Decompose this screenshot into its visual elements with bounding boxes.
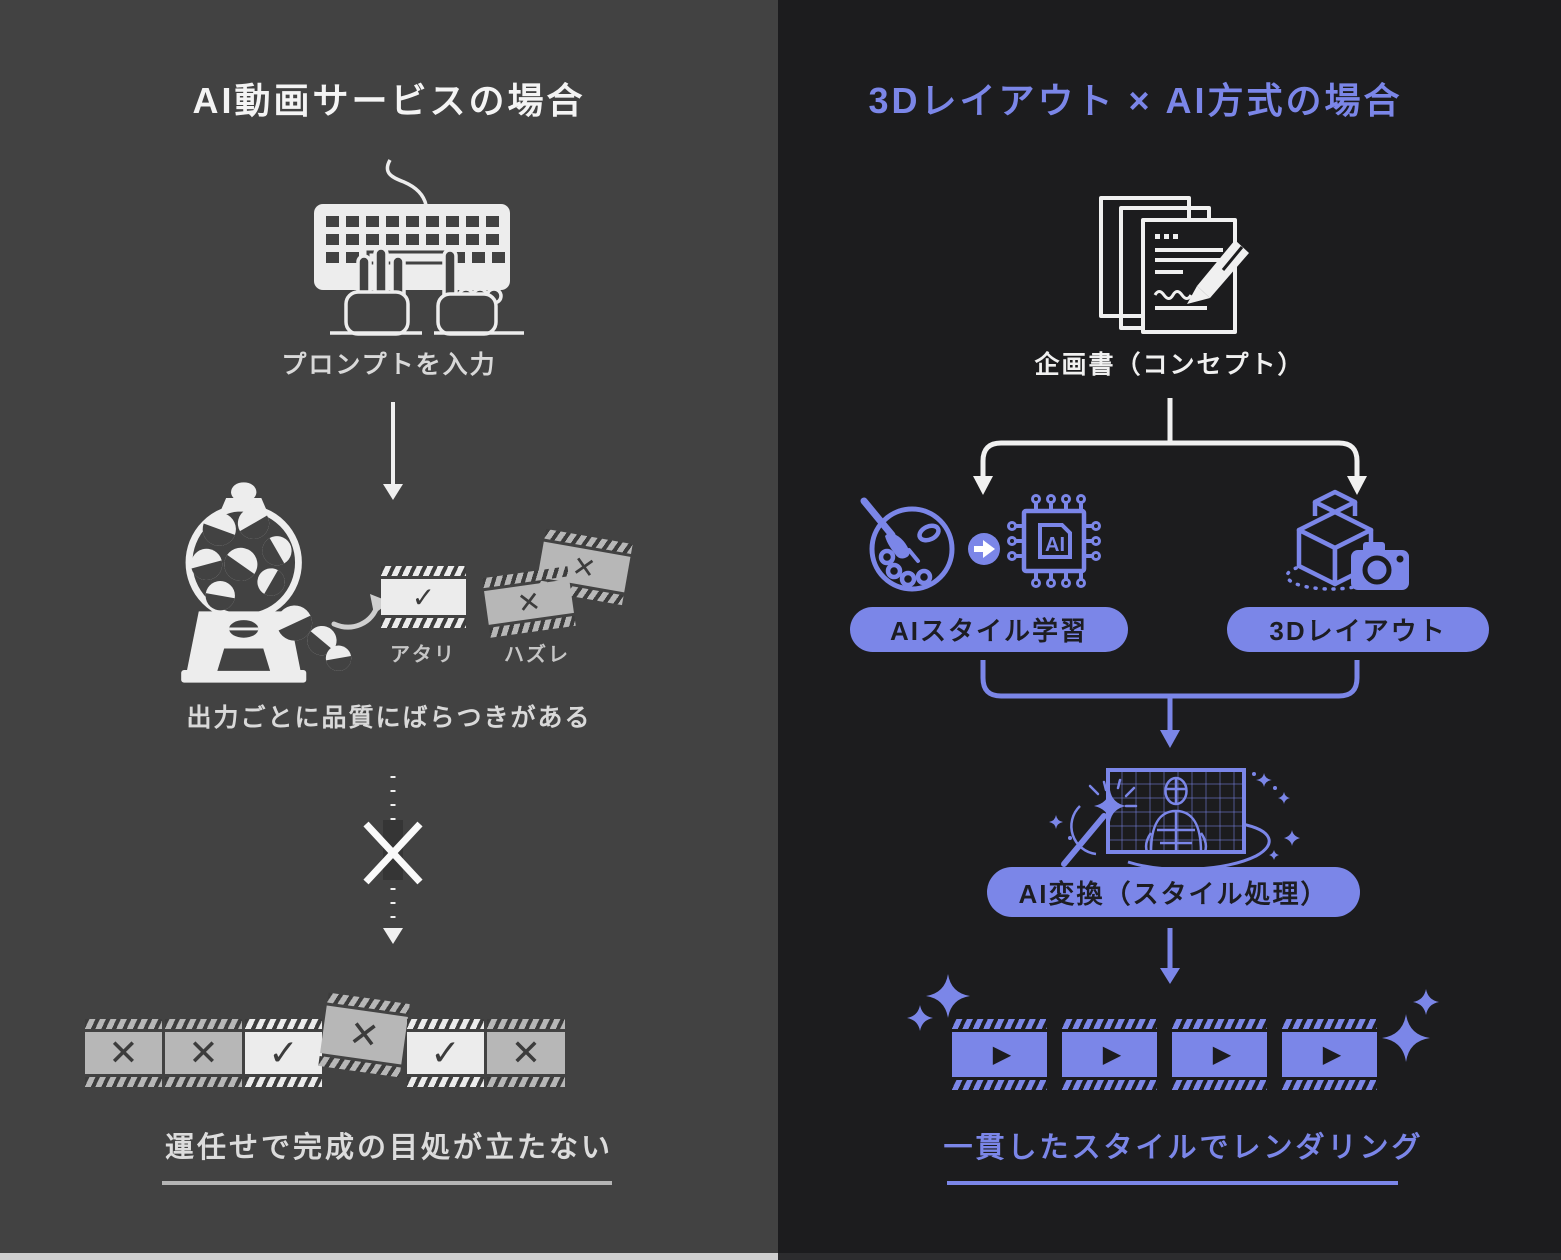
video-frame-4: ▶ — [1282, 1019, 1377, 1090]
film-frame-miss-front: ✕ — [482, 566, 576, 638]
down-arrow-small-icon — [1160, 928, 1180, 984]
concept-label: 企画書（コンセプト） — [1034, 351, 1305, 379]
chip-label: AI — [1045, 534, 1065, 556]
cross-mark: ✕ — [515, 585, 543, 619]
palette-icon — [860, 497, 955, 592]
filmstrip-frame-4: ✕ — [318, 992, 410, 1078]
filmstrip-frame-3: ✓ — [245, 1019, 322, 1087]
film-frame-hit: ✓ — [381, 566, 466, 628]
miss-label: ハズレ — [504, 644, 570, 666]
layout-pill: 3Dレイアウト — [1227, 607, 1489, 652]
variance-label: 出力ごとに品質にばらつきがある — [186, 704, 592, 732]
left-panel: AI動画サービスの場合 プロンプトを入力 — [0, 0, 778, 1260]
convert-pill: AI変換（スタイル処理） — [987, 867, 1360, 917]
bottom-strip-left — [0, 1253, 778, 1260]
check-icon: ✓ — [268, 1032, 299, 1073]
underline-right — [947, 1181, 1398, 1185]
right-panel: 3Dレイアウト × AI方式の場合 企画書（コンセプト） — [778, 0, 1561, 1260]
play-icon: ▶ — [992, 1041, 1012, 1068]
filmstrip-frame-2: ✕ — [165, 1019, 242, 1087]
cross-icon — [363, 821, 423, 885]
video-frame-1: ▶ — [952, 1019, 1047, 1090]
cross-mark: ✕ — [510, 1032, 542, 1073]
prompt-label: プロンプトを入力 — [281, 351, 497, 379]
dotted-arrow-icon — [363, 776, 423, 944]
conclusion-label-right: 一貫したスタイルでレンダリング — [943, 1132, 1424, 1164]
merge-arrows-icon — [980, 660, 1360, 748]
bottom-strip-right — [778, 1253, 1561, 1260]
left-title: AI動画サービスの場合 — [192, 80, 586, 121]
check-icon: ✓ — [430, 1032, 461, 1073]
sparkles-left-icon — [907, 974, 970, 1031]
play-icon: ▶ — [1212, 1041, 1232, 1068]
right-title: 3Dレイアウト × AI方式の場合 — [868, 80, 1403, 121]
filmstrip-stripe — [381, 618, 466, 628]
arrow-circle-icon — [968, 533, 1000, 565]
conclusion-label-left: 運任せで完成の目処が立たない — [164, 1132, 613, 1164]
video-frame-2: ▶ — [1062, 1019, 1157, 1090]
filmstrip-frame-5: ✓ — [407, 1019, 484, 1087]
branch-arrows-icon — [973, 398, 1367, 495]
hit-label: アタリ — [390, 644, 456, 666]
ai-style-pill: AIスタイル学習 — [850, 607, 1128, 652]
cross-mark: ✕ — [346, 1012, 382, 1057]
cross-mark: ✕ — [108, 1032, 139, 1073]
gacha-machine-icon — [181, 482, 352, 683]
cube-camera-icon — [1285, 489, 1409, 591]
filmstrip-frame-1: ✕ — [85, 1019, 162, 1087]
curved-arrow-icon — [331, 594, 390, 630]
check-icon: ✓ — [411, 581, 436, 613]
keyboard-typing-icon — [314, 159, 524, 336]
down-arrow-icon — [383, 402, 403, 500]
wand-screen-icon — [1049, 768, 1300, 870]
documents-pen-icon — [1099, 196, 1249, 334]
cross-mark: ✕ — [188, 1032, 219, 1073]
video-frame-3: ▶ — [1172, 1019, 1267, 1090]
cross-mark: ✕ — [569, 549, 599, 585]
sparkles-right-icon — [1382, 989, 1439, 1062]
play-icon: ▶ — [1102, 1041, 1122, 1068]
play-icon: ▶ — [1322, 1041, 1342, 1068]
underline-left — [162, 1181, 612, 1185]
filmstrip-stripe — [381, 566, 466, 576]
filmstrip-frame-6: ✕ — [487, 1019, 565, 1087]
ai-chip-icon: AI — [1007, 494, 1101, 588]
